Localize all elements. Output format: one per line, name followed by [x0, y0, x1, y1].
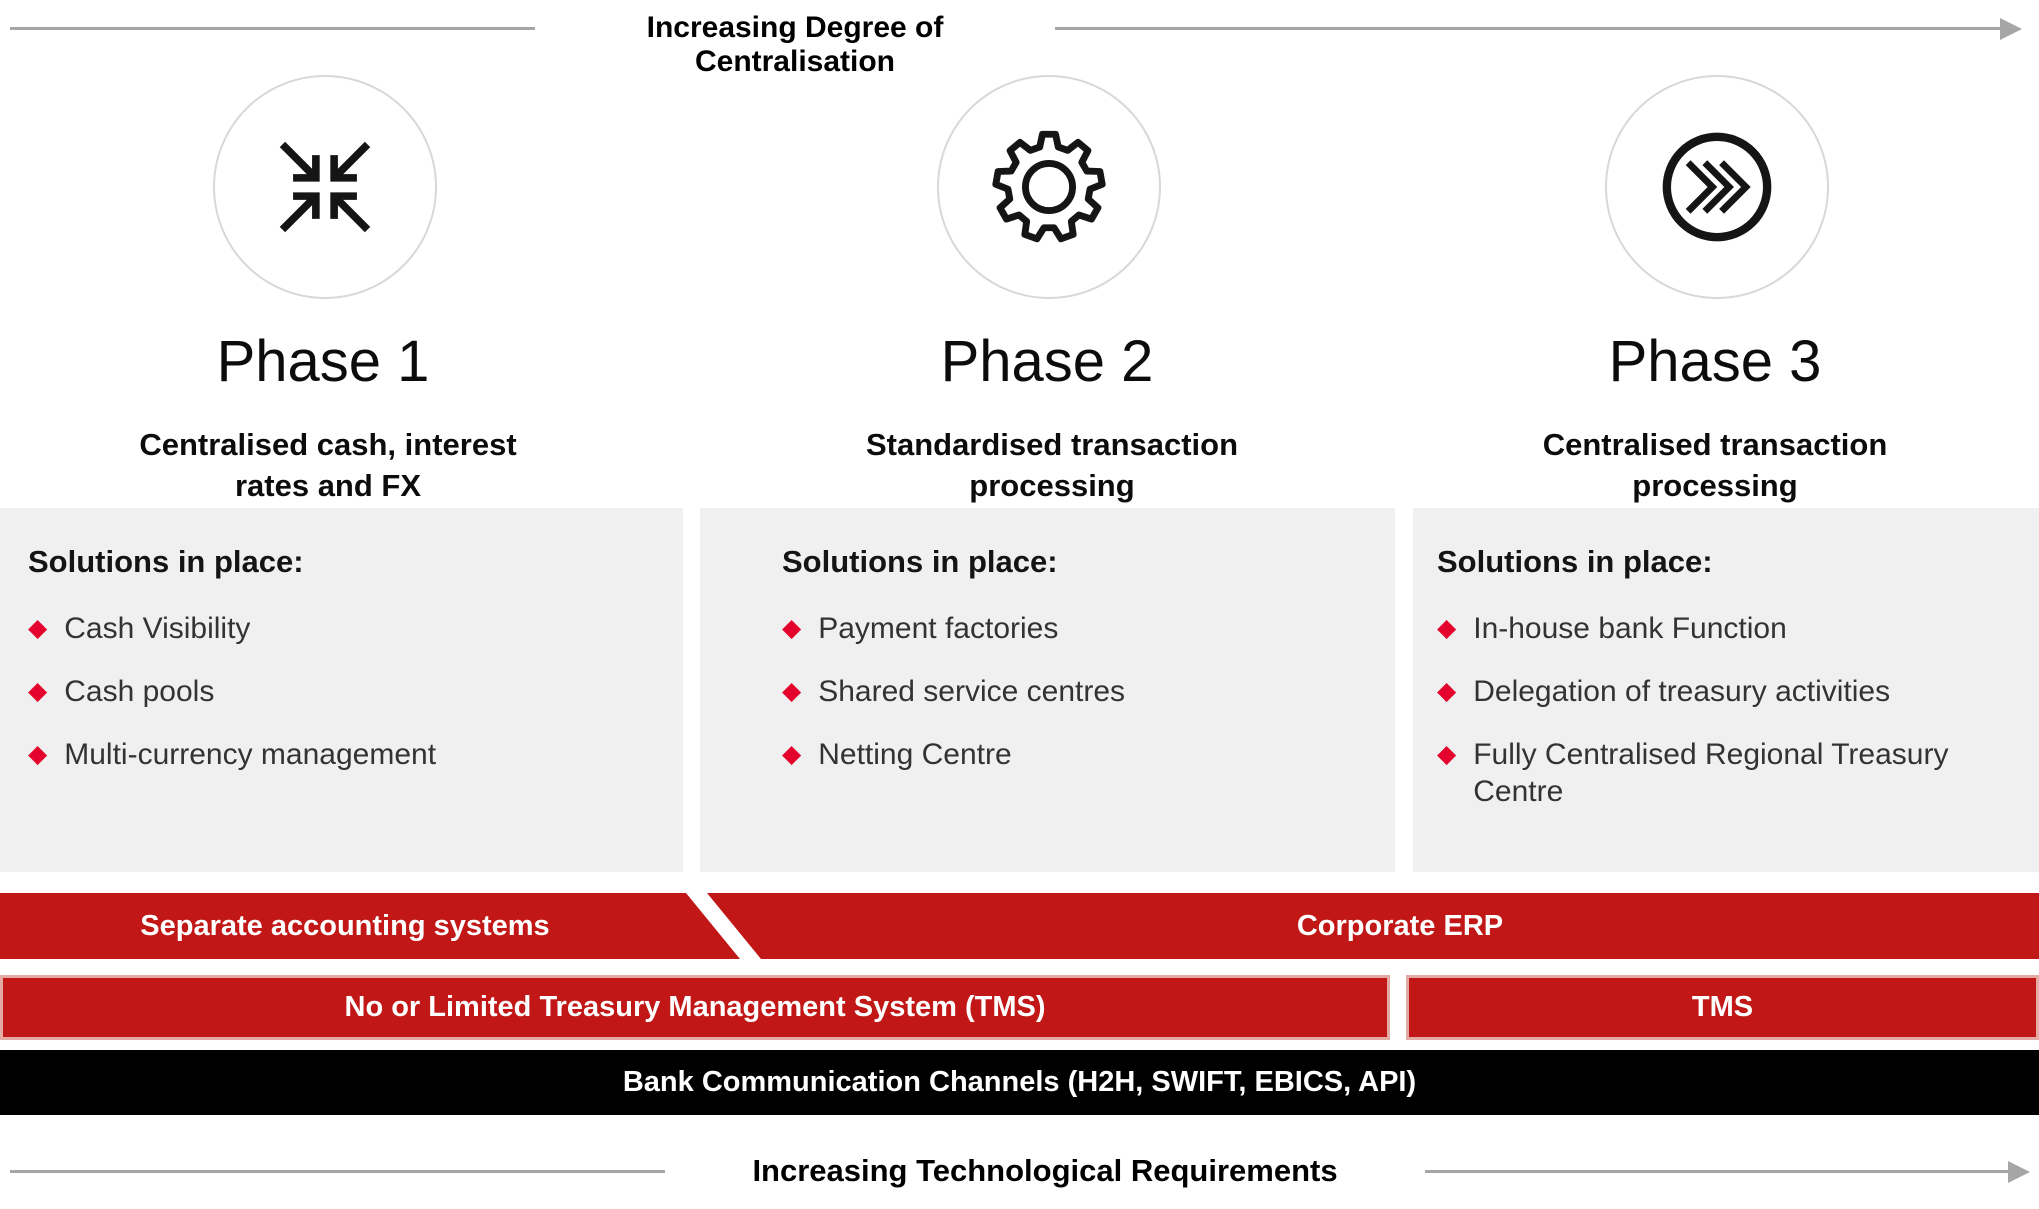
diamond-bullet-icon: ◆	[782, 677, 802, 705]
phase3-solutions-heading: Solutions in place:	[1437, 544, 1713, 579]
top-axis-line-right	[1055, 27, 2005, 30]
top-axis-label: Increasing Degree of Centralisation	[646, 11, 944, 78]
tms-label: TMS	[1691, 991, 1754, 1023]
phase3-subtitle: Centralised transaction processing	[1542, 427, 1888, 503]
list-item: ◆Multi-currency management	[28, 738, 437, 771]
list-item: ◆Payment factories	[782, 612, 1059, 645]
phase2-icon-circle	[937, 75, 1161, 299]
bank-channels-label: Bank Communication Channels (H2H, SWIFT,…	[622, 1066, 1417, 1098]
no-tms-bar: No or Limited Treasury Management System…	[0, 975, 1390, 1040]
separate-accounting-bar	[0, 893, 740, 959]
corporate-erp-label: Corporate ERP	[1296, 910, 1504, 942]
phase2-solutions-list: ◆Payment factories ◆Shared service centr…	[782, 610, 1395, 773]
bottom-axis-line-right	[1425, 1170, 2010, 1173]
diamond-bullet-icon: ◆	[28, 614, 48, 642]
right-arrowhead-icon	[2000, 18, 2022, 40]
diamond-bullet-icon: ◆	[1437, 677, 1457, 705]
gear-icon	[992, 130, 1106, 243]
diamond-bullet-icon: ◆	[28, 740, 48, 768]
diamond-bullet-icon: ◆	[1437, 614, 1457, 642]
list-item: ◆Cash pools	[28, 675, 215, 708]
diamond-bullet-icon: ◆	[782, 614, 802, 642]
right-arrowhead-icon	[2008, 1161, 2030, 1183]
phase1-solutions-list: ◆Cash Visibility ◆Cash pools ◆Multi-curr…	[28, 610, 683, 773]
phase3-title: Phase 3	[1608, 329, 1822, 394]
diamond-bullet-icon: ◆	[1437, 740, 1457, 768]
converge-arrows-icon	[279, 141, 371, 233]
phase1-icon-circle	[213, 75, 437, 299]
phase2-solutions-box: Solutions in place: ◆Payment factories ◆…	[700, 508, 1395, 872]
bottom-axis-label: Increasing Technological Requirements	[752, 1153, 1338, 1188]
list-item: ◆In-house bank Function	[1437, 612, 1787, 645]
phase2-title: Phase 2	[940, 329, 1154, 394]
accounting-bar-row: Separate accounting systems Corporate ER…	[0, 893, 2039, 959]
fast-forward-icon	[1662, 132, 1772, 242]
list-item: ◆Delegation of treasury activities	[1437, 675, 1891, 708]
tms-bar: TMS	[1406, 975, 2039, 1040]
separate-accounting-label: Separate accounting systems	[140, 910, 550, 942]
bank-channels-bar: Bank Communication Channels (H2H, SWIFT,…	[0, 1050, 2039, 1115]
no-tms-label: No or Limited Treasury Management System…	[344, 991, 1046, 1023]
list-item: ◆Netting Centre	[782, 738, 1012, 771]
corporate-erp-bar	[707, 893, 2039, 959]
diamond-bullet-icon: ◆	[28, 677, 48, 705]
phase2-solutions-heading: Solutions in place:	[782, 544, 1058, 579]
phase1-subtitle: Centralised cash, interest rates and FX	[139, 427, 517, 503]
phase3-icon-circle	[1605, 75, 1829, 299]
list-item: ◆Cash Visibility	[28, 612, 251, 645]
diamond-bullet-icon: ◆	[782, 740, 802, 768]
phase1-title: Phase 1	[216, 329, 430, 394]
list-item: ◆Shared service centres	[782, 675, 1126, 708]
phase3-solutions-box: Solutions in place: ◆In-house bank Funct…	[1413, 508, 2039, 872]
top-axis-line-left	[10, 27, 535, 30]
list-item: ◆Fully Centralised Regional Treasury Cen…	[1437, 738, 1949, 808]
phase3-solutions-list: ◆In-house bank Function ◆Delegation of t…	[1437, 610, 2039, 810]
phase1-solutions-heading: Solutions in place:	[28, 544, 304, 579]
phase2-subtitle: Standardised transaction processing	[865, 427, 1239, 503]
phase1-solutions-box: Solutions in place: ◆Cash Visibility ◆Ca…	[0, 508, 683, 872]
bottom-axis-line-left	[10, 1170, 665, 1173]
